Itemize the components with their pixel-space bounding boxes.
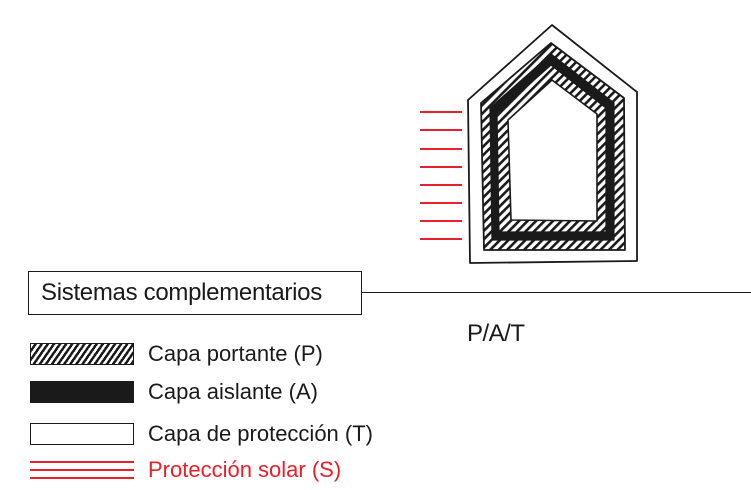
diagram-caption: P/A/T	[467, 320, 525, 347]
hatched-swatch-icon	[30, 343, 134, 365]
solar-protection-lines	[420, 111, 462, 240]
section-header-title: Sistemas complementarios	[41, 279, 322, 306]
legend-item-load-bearing: Capa portante (P)	[30, 341, 323, 367]
interior-space	[507, 79, 598, 222]
legend-item-insulation: Capa aislante (A)	[30, 379, 318, 405]
black-swatch-icon	[30, 381, 134, 403]
legend-item-solar: Protección solar (S)	[30, 457, 341, 483]
legend-label: Protección solar (S)	[148, 457, 342, 482]
header-divider	[362, 292, 751, 293]
red-lines-swatch-icon	[30, 457, 134, 483]
legend-label: Capa de protección (T)	[148, 421, 373, 446]
outline-swatch-icon	[30, 423, 134, 445]
legend-label: Capa portante (P)	[148, 341, 323, 366]
legend-label: Capa aislante (A)	[148, 379, 318, 404]
section-header: Sistemas complementarios	[28, 271, 362, 315]
legend-item-protection: Capa de protección (T)	[30, 421, 373, 447]
